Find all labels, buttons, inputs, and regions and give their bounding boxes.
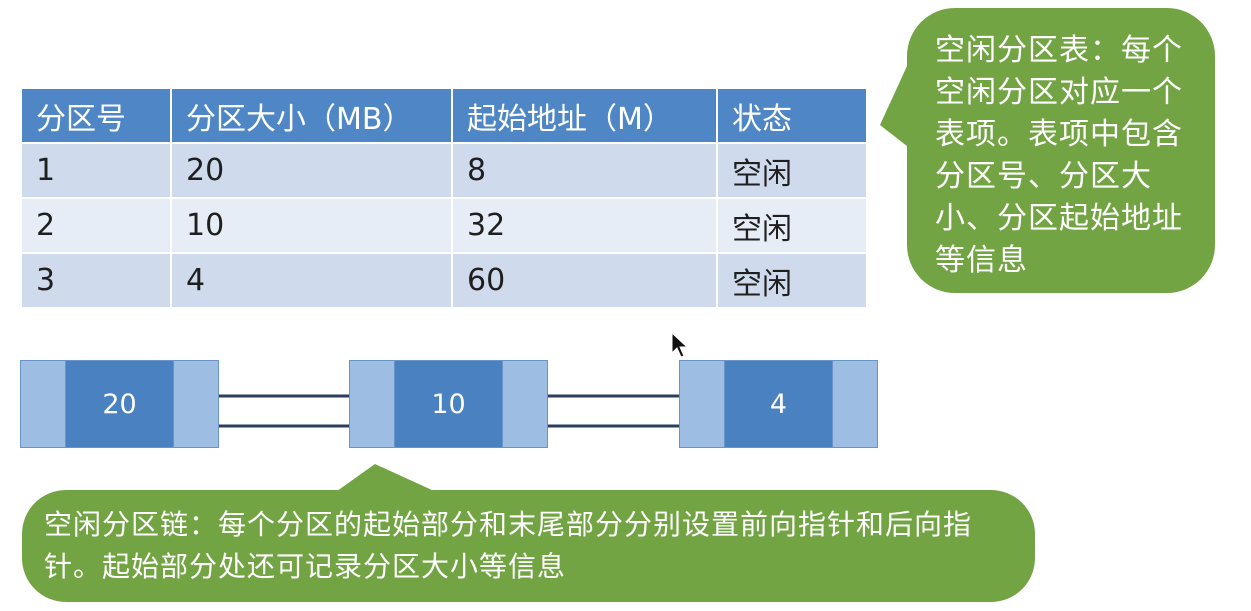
- node-size-label: 10: [395, 360, 502, 448]
- mouse-cursor-icon: [671, 331, 689, 358]
- node-front-pointer: [679, 360, 725, 448]
- node-front-pointer: [20, 360, 66, 448]
- cell-start-address: 60: [451, 252, 718, 309]
- cell-start-address: 32: [451, 197, 718, 254]
- cell-partition-size: 4: [170, 252, 453, 309]
- header-partition-size: 分区大小（MB）: [170, 87, 453, 144]
- table-row: 1 20 8 空闲: [20, 142, 868, 199]
- cell-partition-no: 1: [20, 142, 172, 199]
- header-status: 状态: [716, 87, 868, 144]
- table-callout-tail: [880, 55, 912, 150]
- chain-node: 10: [349, 360, 548, 448]
- node-back-pointer: [832, 360, 878, 448]
- header-partition-no: 分区号: [20, 87, 172, 144]
- cell-start-address: 8: [451, 142, 718, 199]
- node-front-pointer: [349, 360, 395, 448]
- cell-status: 空闲: [716, 197, 868, 254]
- node-back-pointer: [502, 360, 548, 448]
- cell-status: 空闲: [716, 142, 868, 199]
- table-header-row: 分区号 分区大小（MB） 起始地址（M） 状态: [20, 87, 868, 144]
- cell-partition-no: 2: [20, 197, 172, 254]
- table-row: 2 10 32 空闲: [20, 197, 868, 254]
- node-size-label: 20: [66, 360, 173, 448]
- node-size-label: 4: [725, 360, 832, 448]
- chain-node: 4: [679, 360, 878, 448]
- table-row: 3 4 60 空闲: [20, 252, 868, 309]
- cell-status: 空闲: [716, 252, 868, 309]
- cell-partition-size: 10: [170, 197, 453, 254]
- chain-callout-tail: [330, 464, 445, 496]
- chain-node: 20: [20, 360, 219, 448]
- node-back-pointer: [173, 360, 219, 448]
- cell-partition-no: 3: [20, 252, 172, 309]
- cell-partition-size: 20: [170, 142, 453, 199]
- chain-callout: 空闲分区链：每个分区的起始部分和末尾部分分别设置前向指针和后向指针。起始部分处还…: [22, 490, 1035, 602]
- free-partition-table: 分区号 分区大小（MB） 起始地址（M） 状态 1 20 8 空闲 2 10 3…: [20, 87, 868, 309]
- table-callout: 空闲分区表：每个空闲分区对应一个表项。表项中包含分区号、分区大小、分区起始地址等…: [907, 8, 1215, 293]
- header-start-address: 起始地址（M）: [451, 87, 718, 144]
